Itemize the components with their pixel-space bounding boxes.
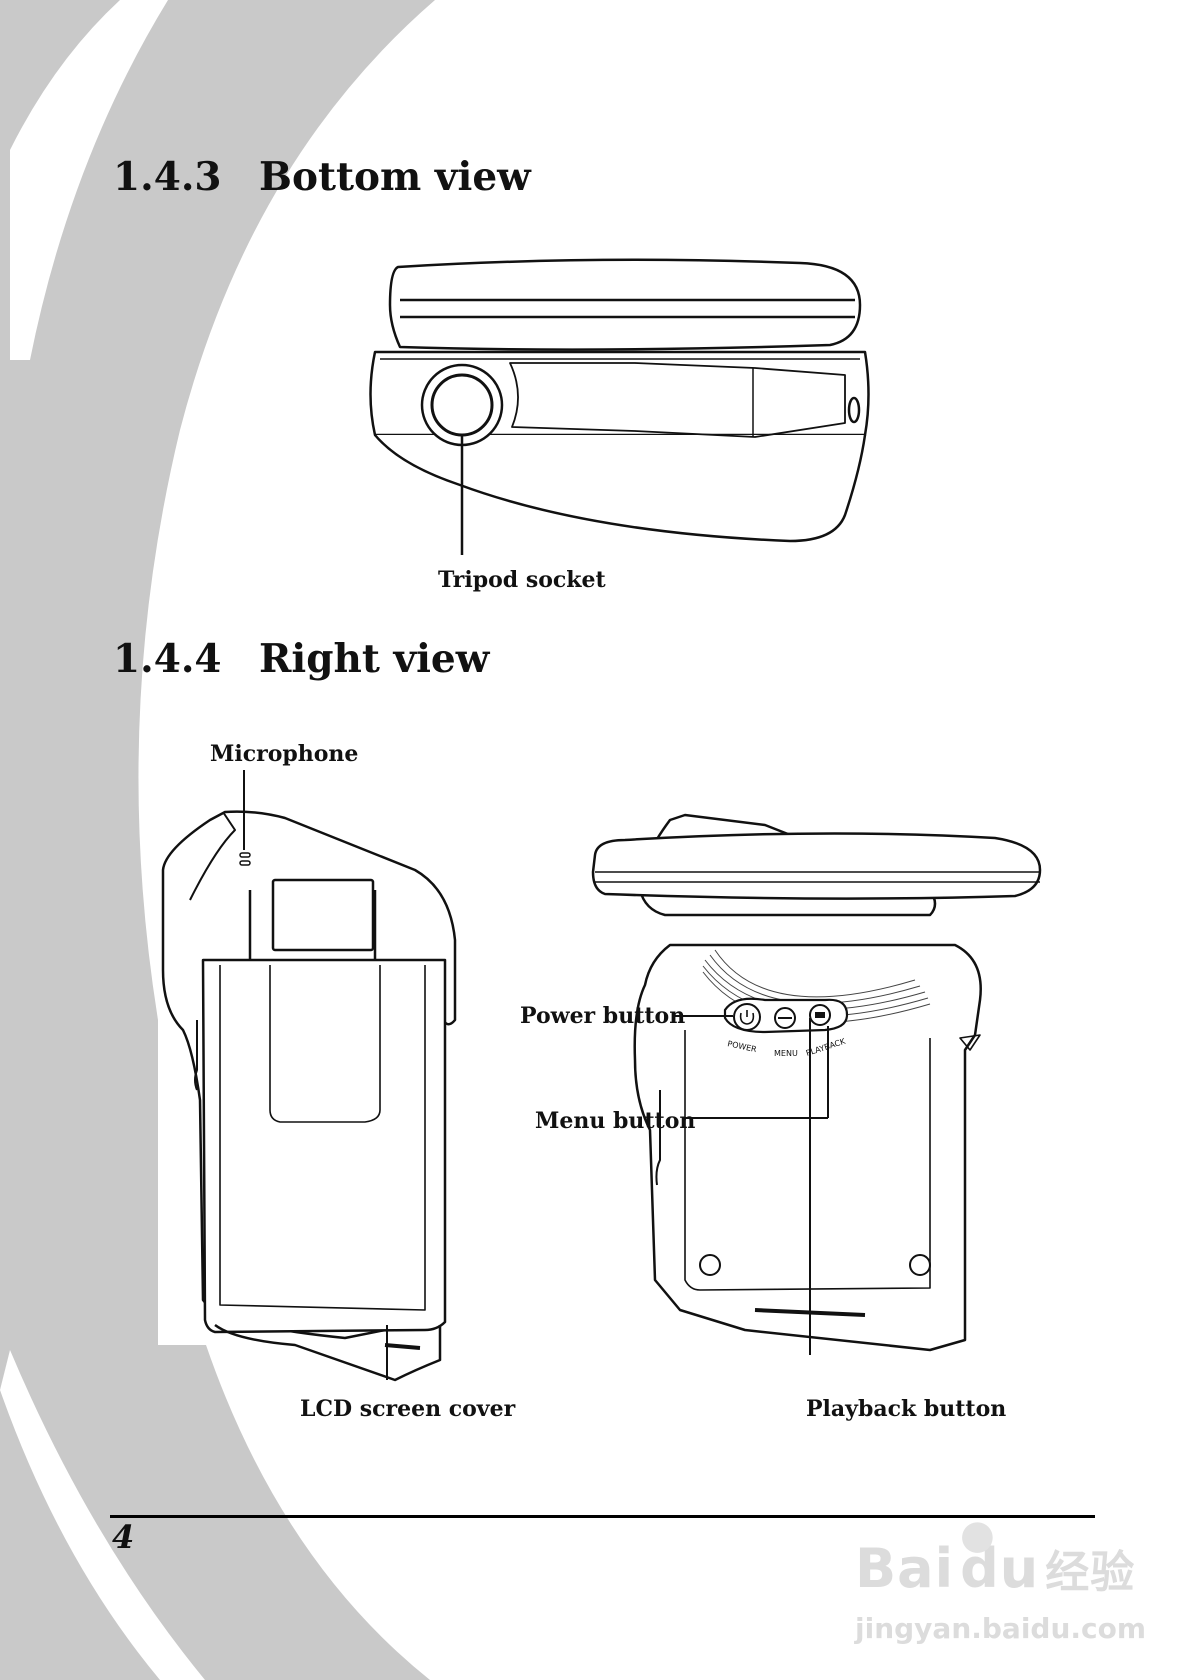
camcorder-right-view-closed-illustration [161,770,457,1382]
camcorder-bottom-view-illustration [369,258,870,555]
page-number: 4 [112,1518,135,1556]
label-tripod-socket: Tripod socket [438,567,606,593]
paw-icon: ● [960,1512,995,1558]
watermark-brand-suffix: du [960,1537,1040,1600]
section-heading-bottom-view: 1.4.3 Bottom view [113,155,531,199]
label-menu-button: Menu button [535,1108,696,1134]
label-power-button: Power button [520,1003,686,1029]
label-playback-button: Playback button [806,1396,1007,1422]
section-number: 1.4.4 [113,636,222,682]
watermark-brand: Bai [855,1537,955,1600]
section-title: Bottom view [259,154,531,200]
device-marking-menu: MENU [774,1049,798,1058]
label-lcd-screen-cover: LCD screen cover [300,1396,516,1422]
section-heading-right-view: 1.4.4 Right view [113,637,489,681]
watermark-product: 经验 [1045,1547,1136,1598]
watermark-url: jingyan.baidu.com [855,1612,1147,1645]
footer-rule [110,1515,1095,1518]
section-number: 1.4.3 [113,154,222,200]
label-microphone: Microphone [210,741,359,767]
camcorder-right-view-open-illustration: POWER MENU PLAYBACK [591,813,1042,1355]
section-title: Right view [259,636,490,682]
